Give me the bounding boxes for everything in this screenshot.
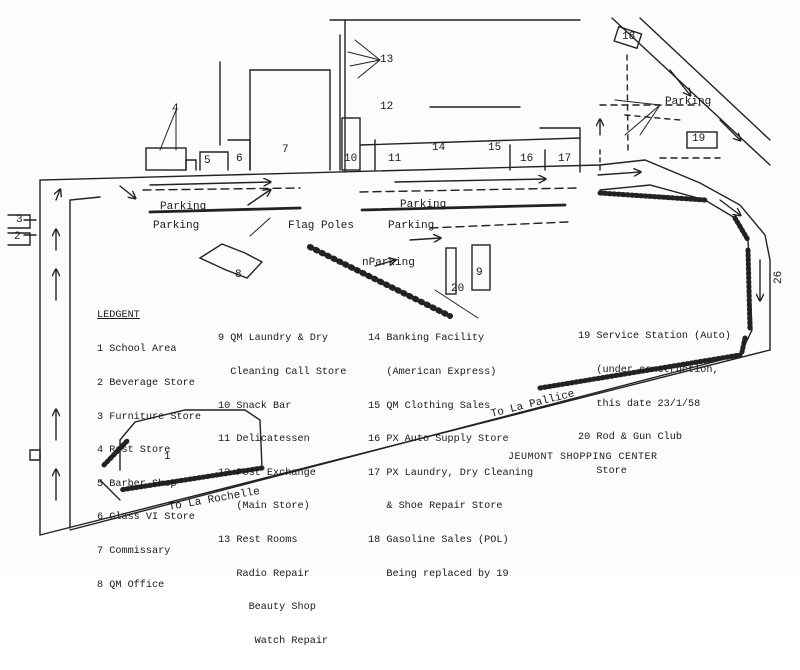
legend-entry: 6 Class VI Store bbox=[97, 512, 195, 524]
label-pointer-lines bbox=[159, 39, 661, 319]
legend-entry: Being replaced by 19 bbox=[368, 568, 509, 580]
parking-label-2: Parking bbox=[153, 220, 200, 232]
legend-entry: 14 Banking Facility bbox=[368, 333, 485, 345]
parking-label-5: nParking bbox=[362, 257, 415, 269]
building-18-number: 18 bbox=[622, 31, 636, 43]
legend-entry: Radio Repair bbox=[218, 568, 310, 580]
legend-heading: LEDGENT bbox=[97, 310, 140, 321]
legend-entry: 13 Rest Rooms bbox=[218, 535, 298, 547]
legend-entry: Cleaning Call Store bbox=[218, 367, 347, 379]
legend-entry: 12 Post Exchange bbox=[218, 467, 316, 479]
legend-entry: 17 PX Laundry, Dry Cleaning bbox=[368, 467, 534, 479]
legend-column-4: 19 Service Station (Auto) (under constru… bbox=[578, 309, 731, 499]
legend-entry: 19 Service Station (Auto) bbox=[578, 331, 731, 343]
traffic-arrows bbox=[56, 69, 760, 501]
legend-entry: 8 QM Office bbox=[97, 579, 165, 591]
legend-entry: 15 QM Clothing Sales bbox=[368, 400, 491, 412]
road-edge-hatching bbox=[101, 190, 753, 468]
legend-entry: 16 PX Auto Supply Store bbox=[368, 434, 509, 446]
legend-entry: 4 Rest Store bbox=[97, 445, 171, 457]
legend-entry: 11 Delicatessen bbox=[218, 434, 310, 446]
parking-label-1: Parking bbox=[160, 201, 207, 213]
building-11-number: 11 bbox=[388, 153, 402, 165]
building-9-number: 9 bbox=[476, 267, 483, 279]
legend-column-2: 9 QM Laundry & Dry Cleaning Call Store 1… bbox=[218, 311, 346, 670]
legend-entry: 10 Snack Bar bbox=[218, 400, 292, 412]
building-4-number: 4 bbox=[172, 103, 179, 115]
map-drawing bbox=[7, 17, 771, 536]
building-20-number: 20 bbox=[451, 283, 465, 295]
building-15-number: 15 bbox=[488, 142, 502, 154]
legend-entry: Beauty Shop bbox=[218, 602, 316, 614]
school-area bbox=[99, 409, 265, 501]
building-19-number: 19 bbox=[692, 133, 706, 145]
building-17-number: 17 bbox=[558, 153, 572, 165]
shopping-center-map: 1 2 3 4 5 6 7 8 9 10 11 12 13 14 15 16 1… bbox=[7, 17, 785, 647]
building-13-number: 13 bbox=[380, 54, 394, 66]
legend-column-1: 1 School Area 2 Beverage Store 3 Furnitu… bbox=[97, 322, 201, 613]
flag-poles-label: Flag Poles bbox=[288, 220, 355, 232]
legend-entry: (Main Store) bbox=[218, 501, 310, 513]
map-title: JEUMONT SHOPPING CENTER bbox=[508, 452, 658, 463]
building-16-number: 16 bbox=[520, 153, 534, 165]
legend-entry: Store bbox=[578, 465, 627, 477]
legend-entry: this date 23/1/58 bbox=[578, 398, 701, 410]
building-7-number: 7 bbox=[282, 144, 289, 156]
parking-label-3: Parking bbox=[400, 199, 447, 211]
legend-entry: 3 Furniture Store bbox=[97, 411, 201, 423]
legend-column-3: 14 Banking Facility (American Express) 1… bbox=[368, 311, 533, 602]
legend-entry: 2 Beverage Store bbox=[97, 378, 195, 390]
legend-entry: 18 Gasoline Sales (POL) bbox=[368, 535, 509, 547]
building-1-number: 1 bbox=[164, 451, 171, 463]
building-8-number: 8 bbox=[235, 269, 242, 281]
road-number-label: 26 bbox=[773, 270, 785, 284]
building-2-number: 2 bbox=[14, 231, 21, 243]
legend-entry: (under construction, bbox=[578, 365, 719, 377]
parking-label-6: Parking bbox=[665, 96, 712, 108]
legend-entry: 20 Rod & Gun Club bbox=[578, 432, 682, 444]
side-markers bbox=[7, 214, 41, 461]
legend-entry: & Shoe Repair Store bbox=[368, 501, 503, 513]
buildings bbox=[145, 25, 718, 295]
building-14-number: 14 bbox=[432, 142, 446, 154]
legend-entry: (American Express) bbox=[368, 367, 497, 379]
building-5-number: 5 bbox=[204, 155, 211, 167]
legend-entry: Watch Repair bbox=[218, 635, 329, 647]
building-10-number: 10 bbox=[344, 153, 358, 165]
legend-entry: 9 QM Laundry & Dry bbox=[218, 333, 329, 345]
parking-stripes bbox=[142, 54, 721, 229]
legend-entry: 5 Barber Shop bbox=[97, 478, 177, 490]
building-6-number: 6 bbox=[236, 153, 243, 165]
legend-entry: 7 Commissary bbox=[97, 546, 171, 558]
parking-label-4: Parking bbox=[388, 220, 435, 232]
building-12-number: 12 bbox=[380, 101, 394, 113]
legend-entry: 1 School Area bbox=[97, 344, 177, 356]
building-3-number: 3 bbox=[16, 214, 23, 226]
